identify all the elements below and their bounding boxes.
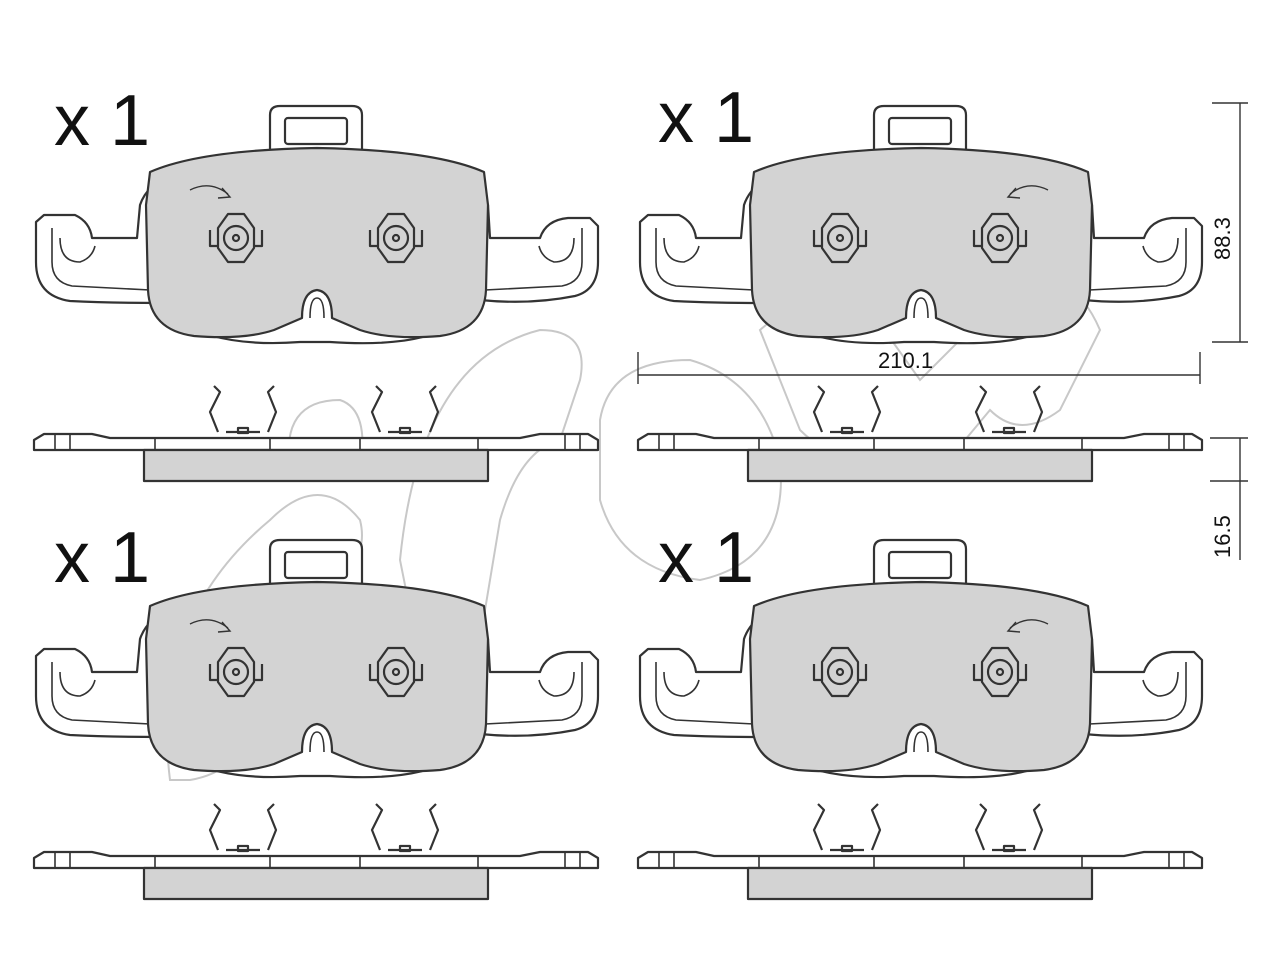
arrow-head-icon <box>217 621 232 633</box>
pad-front-view-bottom-right <box>638 538 1204 779</box>
arrow-head-icon <box>217 187 232 199</box>
quantity-label-top-right: x 1 <box>658 78 754 158</box>
quantity-label-bottom-right: x 1 <box>658 518 754 598</box>
height-dimension-label: 88.3 <box>1210 217 1235 260</box>
thickness-dimension-label: 16.5 <box>1210 515 1235 558</box>
pad-side-view-bottom-right <box>636 802 1204 901</box>
quantity-label-top-left: x 1 <box>54 81 150 161</box>
pad-front-view-top-right <box>638 104 1204 345</box>
arrow-head-icon <box>1006 621 1021 633</box>
pad-front-view-top-left <box>34 104 600 345</box>
thickness-dimension: 16.5 <box>1210 437 1248 560</box>
pad-side-view-top-right <box>636 384 1204 483</box>
arrow-head-icon <box>1006 187 1021 199</box>
pad-side-view-bottom-left <box>32 802 600 901</box>
quantity-label-bottom-left: x 1 <box>54 518 150 598</box>
width-dimension-label: 210.1 <box>878 348 933 373</box>
pad-side-view-top-left <box>32 384 600 483</box>
height-dimension: 88.3 <box>1210 102 1248 343</box>
pad-front-view-bottom-left <box>34 538 600 779</box>
width-dimension: 210.1 <box>637 348 1201 384</box>
